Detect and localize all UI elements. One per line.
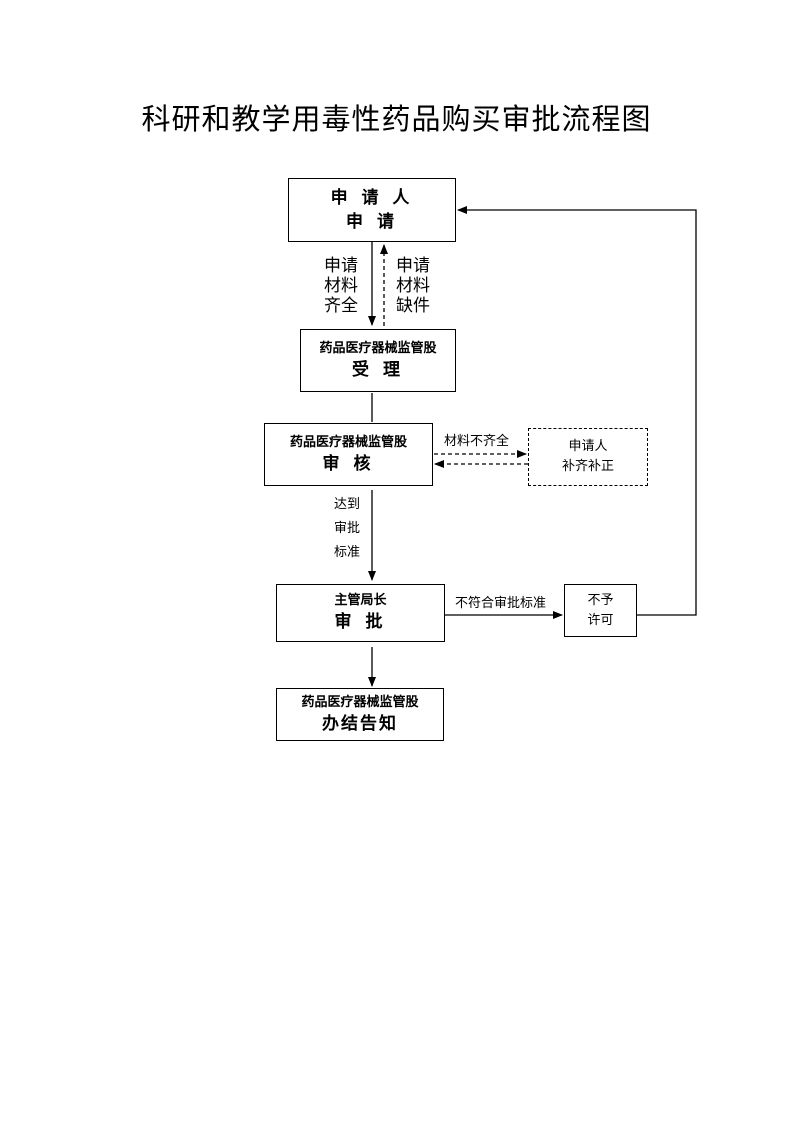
node-applicant-line1: 申 请 人	[330, 188, 414, 208]
node-approve-line1: 主管局长	[334, 593, 387, 608]
node-review-line2: 审 核	[322, 453, 375, 474]
edge-label-meets-3: 标准	[333, 545, 360, 560]
node-accept-line1: 药品医疗器械监管股	[319, 340, 437, 356]
node-notify-line2: 办结告知	[322, 713, 398, 734]
edge-label-complete: 申请 材料 齐全	[321, 256, 361, 316]
edge-label-missing-1: 申请	[396, 256, 430, 276]
edge-label-incomplete: 材料不齐全	[444, 434, 510, 449]
edge-label-meets-1: 达到	[333, 497, 360, 512]
node-supplement-line2: 补齐补正	[561, 459, 614, 474]
edge-label-missing: 申请 材料 缺件	[393, 256, 433, 316]
node-review-line1: 药品医疗器械监管股	[289, 434, 407, 450]
node-supplement: 申请人 补齐补正	[528, 428, 648, 486]
edge-label-complete-2: 材料	[324, 276, 358, 296]
edge-label-complete-1: 申请	[324, 256, 358, 276]
page-title: 科研和教学用毒性药品购买审批流程图	[141, 102, 652, 136]
node-review: 药品医疗器械监管股 审 核	[264, 423, 433, 486]
node-accept: 药品医疗器械监管股 受 理	[300, 329, 456, 392]
node-deny-line2: 许可	[587, 612, 614, 628]
node-deny-line1: 不予	[587, 592, 614, 608]
node-approve: 主管局长 审 批	[276, 584, 445, 642]
node-notify-line1: 药品医疗器械监管股	[301, 694, 419, 710]
node-deny: 不予 许可	[564, 584, 637, 637]
node-approve-line2: 审 批	[334, 612, 387, 632]
edge-label-missing-2: 材料	[396, 276, 430, 296]
node-applicant: 申 请 人 申 请	[288, 178, 456, 242]
edge-label-meets: 达到 审批 标准	[332, 493, 362, 565]
node-accept-line2: 受 理	[352, 359, 404, 380]
edge-label-complete-3: 齐全	[324, 296, 358, 316]
arrow-deny-return	[457, 206, 697, 616]
node-notify: 药品医疗器械监管股 办结告知	[276, 688, 444, 741]
node-supplement-line1: 申请人	[568, 439, 608, 454]
edge-label-missing-3: 缺件	[396, 296, 430, 316]
node-applicant-line2: 申 请	[346, 212, 398, 232]
edge-label-not-meet: 不符合审批标准	[455, 596, 547, 611]
edge-label-meets-2: 审批	[333, 521, 360, 536]
